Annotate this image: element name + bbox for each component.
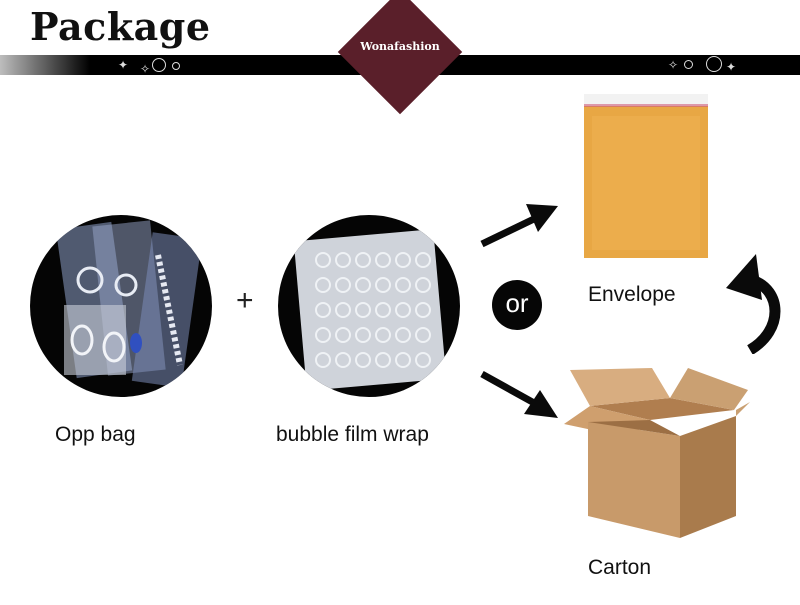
- curved-arrow-up-icon: [726, 254, 781, 354]
- or-badge: [492, 280, 542, 330]
- sparkle-icon: ✦: [726, 60, 737, 74]
- arrow-up-right-icon: [480, 204, 558, 248]
- bubble-icon: [706, 56, 722, 72]
- arrow-down-right-icon: [480, 370, 558, 418]
- sparkle-icon: ✦: [118, 58, 129, 72]
- brand-logo-diamond: [337, 0, 463, 115]
- bubble-icon: [152, 58, 166, 72]
- plus-sign: +: [236, 284, 254, 317]
- opp-bag-image: [30, 215, 212, 397]
- bubble-film-wrap-image: [278, 215, 460, 397]
- carton-label: Carton: [588, 556, 652, 579]
- or-text: or: [505, 288, 529, 318]
- bubble-icon: [172, 62, 180, 70]
- bubble-icon: [684, 60, 693, 69]
- brand-logo-text: Wonafashion: [360, 40, 440, 53]
- page-title: Package: [30, 4, 211, 49]
- envelope-label: Envelope: [588, 283, 676, 306]
- carton-image: [564, 368, 750, 538]
- opp-bag-label: Opp bag: [55, 423, 136, 446]
- envelope-image: [584, 94, 708, 258]
- sparkle-icon: ✧: [668, 58, 679, 72]
- bubble-film-wrap-label: bubble film wrap: [276, 423, 429, 446]
- header-band-fade: [0, 55, 90, 75]
- sparkle-icon: ✧: [140, 62, 151, 76]
